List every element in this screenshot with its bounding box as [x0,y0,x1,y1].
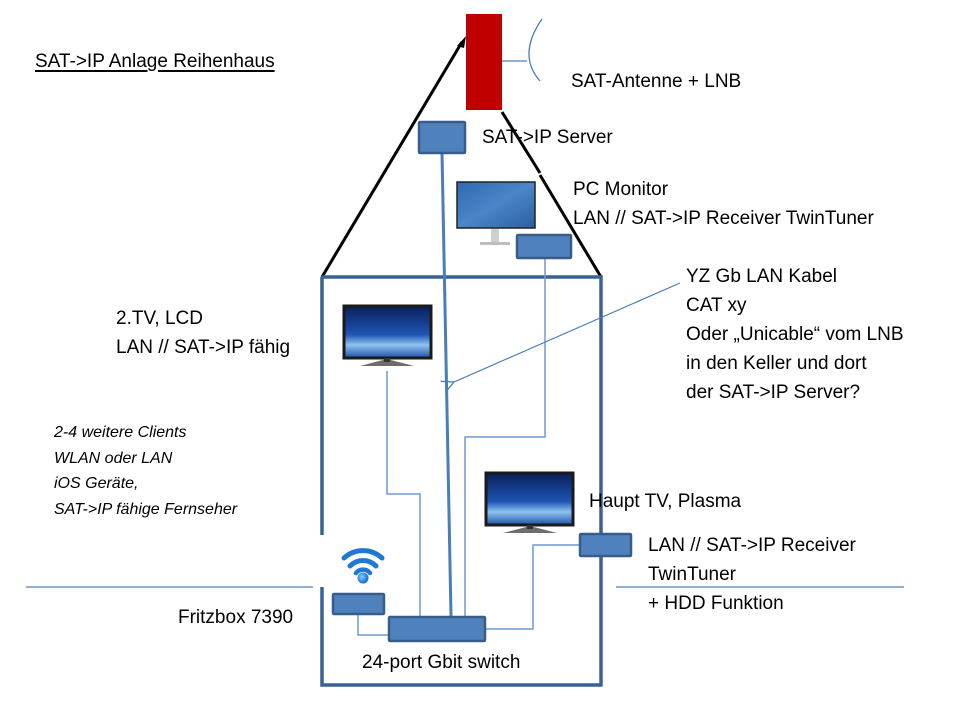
cable-note-line: in den Keller und dort [686,353,867,374]
clients-note: 2-4 weitere Clients WLAN oder LAN iOS Ge… [54,420,237,522]
cable-note-line: Oder „Unicable“ vom LNB [686,324,904,345]
switch-label: 24-port Gbit switch [362,652,521,673]
roof-right-lower [538,174,603,278]
main-receiver-label-line: TwinTuner [648,564,736,585]
dish-icon [528,18,543,82]
fritzbox-label: Fritzbox 7390 [178,607,294,628]
main-receiver-icon [578,532,633,558]
wifi-icon [341,548,385,584]
annotation-arrow [454,282,681,382]
pc-monitor-icon [456,181,536,245]
pc-receiver-icon [515,233,573,260]
satip-server-icon [417,120,467,155]
cable-receiver-to-switch [486,544,580,630]
switch-icon [387,615,487,643]
clients-note-line: SAT->IP fähige Fernseher [54,500,238,518]
server-label: SAT->IP Server [482,127,613,148]
tv2-label-line: LAN // SAT->IP fähig [116,337,291,358]
main-tv-icon [484,471,575,533]
main-receiver-label-line: + HDD Funktion [648,593,784,614]
cable-note: YZ Gb LAN Kabel CAT xy Oder „Unicable“ v… [686,262,904,407]
house-walls [320,275,603,687]
clients-note-line: WLAN oder LAN [54,449,173,467]
clients-note-line: 2-4 weitere Clients [54,424,187,441]
cable-note-line: CAT xy [686,295,747,316]
cable-tv2-to-switch [386,371,421,616]
clients-note-line: iOS Geräte, [54,475,139,492]
fritzbox-icon [331,592,386,616]
tv2-icon [342,304,433,366]
diagram-title: SAT->IP Anlage Reihenhaus [35,51,275,72]
pc-monitor-label-line: LAN // SAT->IP Receiver TwinTuner [573,208,874,229]
roof-peak-arrow [457,36,466,48]
antenna-icon [466,14,502,110]
roof-left [320,41,464,278]
cable-server-to-switch [440,152,453,617]
main-tv-label: Haupt TV, Plasma [589,491,742,512]
cable-fritzbox-to-switch [357,614,389,636]
cable-pc-to-switch [464,259,546,616]
tv2-label: 2.TV, LCD LAN // SAT->IP fähig [116,304,290,362]
pc-monitor-label-line: PC Monitor [573,179,669,200]
antenna-label: SAT-Antenne + LNB [571,71,742,92]
cable-note-line: der SAT->IP Server? [686,382,861,403]
cable-note-line: YZ Gb LAN Kabel [686,266,838,287]
pc-monitor-label: PC Monitor LAN // SAT->IP Receiver TwinT… [573,175,874,233]
main-receiver-label: LAN // SAT->IP Receiver TwinTuner + HDD … [648,531,856,618]
roof-right [500,111,542,174]
main-receiver-label-line: LAN // SAT->IP Receiver [648,535,856,556]
tv2-label-line: 2.TV, LCD [116,308,203,329]
